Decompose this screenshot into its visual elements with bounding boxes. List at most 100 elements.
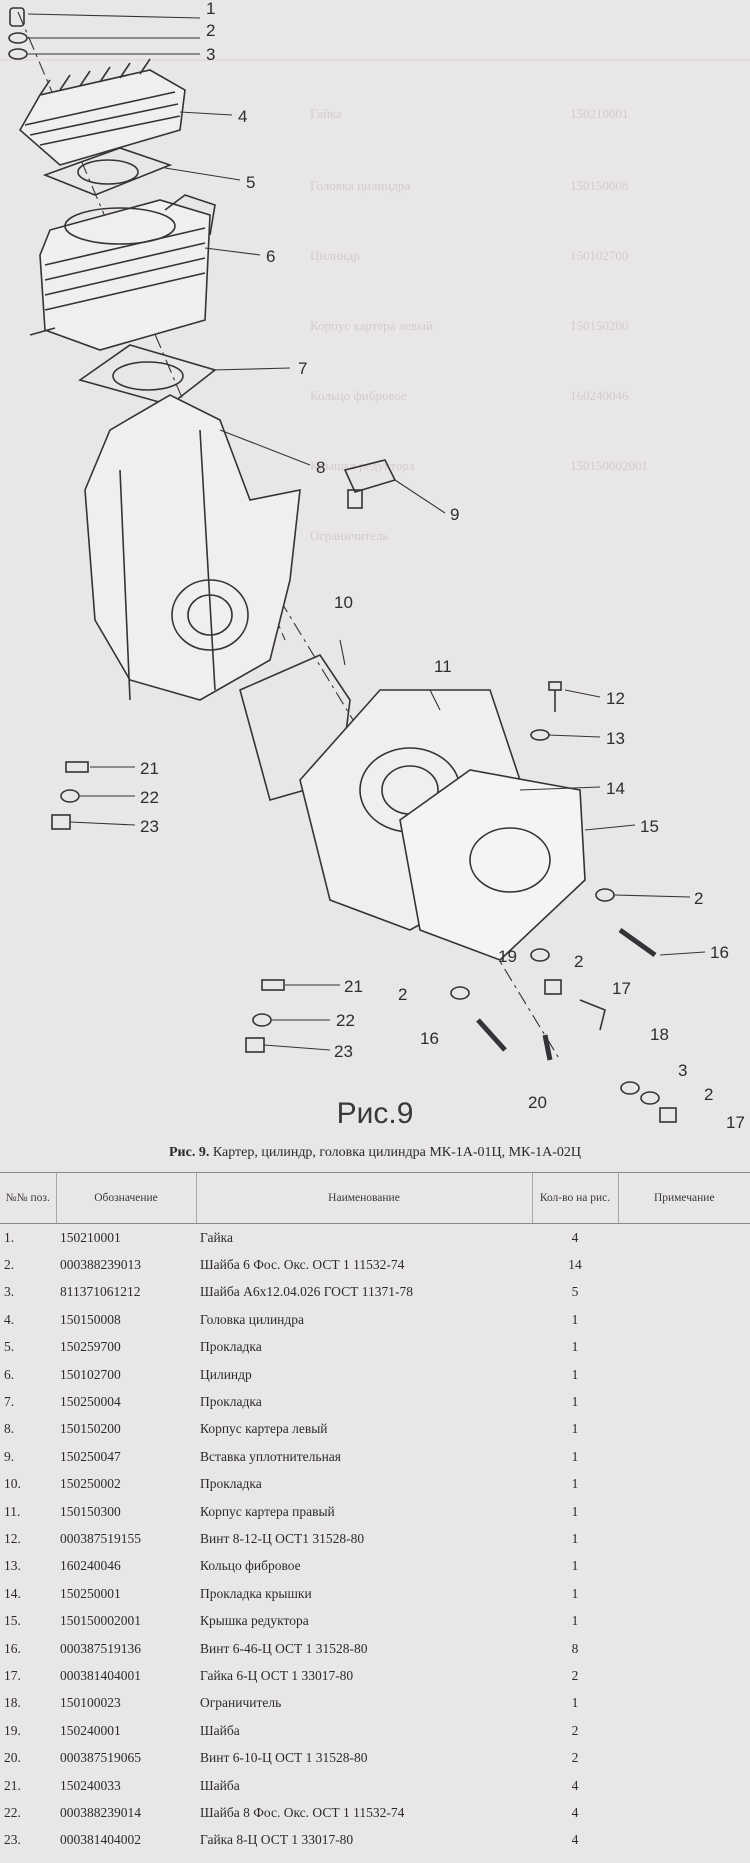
callout-label: 13 bbox=[606, 729, 625, 748]
cell-designation: 150100023 bbox=[60, 1695, 121, 1711]
svg-text:Корпус картера левый: Корпус картера левый bbox=[310, 318, 433, 333]
svg-text:Гайка: Гайка bbox=[310, 106, 342, 121]
cell-note bbox=[618, 1662, 750, 1689]
cell-name: Цилиндр bbox=[200, 1366, 252, 1382]
svg-text:Кольцо фибровое: Кольцо фибровое bbox=[310, 388, 407, 403]
svg-text:Ограничитель: Ограничитель bbox=[310, 528, 388, 543]
callout-label: 22 bbox=[336, 1011, 355, 1030]
cell-qty: 1 bbox=[571, 1613, 579, 1629]
header-name: Наименование bbox=[195, 1172, 532, 1224]
cell-name: Прокладка bbox=[200, 1339, 262, 1355]
cell-qty: 2 bbox=[571, 1667, 579, 1683]
cell-qty: 1 bbox=[571, 1558, 579, 1574]
cell-name: Прокладка bbox=[200, 1476, 262, 1492]
cell-qty: 1 bbox=[571, 1503, 579, 1519]
cell-designation: 000381404001 bbox=[60, 1667, 141, 1683]
nut-icon bbox=[544, 979, 562, 995]
svg-text:150102700: 150102700 bbox=[570, 248, 629, 263]
cell-designation: 150210001 bbox=[60, 1229, 121, 1245]
header-note: Примечание bbox=[617, 1172, 750, 1224]
cell-designation: 000388239013 bbox=[60, 1257, 141, 1273]
cell-qty: 1 bbox=[571, 1448, 579, 1464]
callout-label: 12 bbox=[606, 689, 625, 708]
cell-note bbox=[618, 1334, 750, 1361]
cell-qty: 1 bbox=[571, 1476, 579, 1492]
washer-icon bbox=[620, 1081, 660, 1105]
cell-qty: 1 bbox=[571, 1366, 579, 1382]
callout-label: 19 bbox=[498, 947, 517, 966]
show-through-text: Гайка Головка цилиндра Цилиндр Корпус ка… bbox=[0, 59, 750, 543]
cell-name: Шайба bbox=[200, 1722, 240, 1738]
cell-designation: 150150300 bbox=[60, 1503, 121, 1519]
cell-note bbox=[618, 1443, 750, 1470]
cell-designation: 150240033 bbox=[60, 1777, 121, 1793]
cell-pos: 22. bbox=[4, 1804, 21, 1820]
assembly-axis-right bbox=[279, 599, 561, 1061]
washer-icon bbox=[8, 32, 28, 60]
callout-label: 20 bbox=[528, 1093, 547, 1112]
cell-pos: 8. bbox=[4, 1421, 15, 1437]
cell-note bbox=[618, 1416, 750, 1443]
cell-qty: 4 bbox=[571, 1777, 579, 1793]
cell-designation: 150250002 bbox=[60, 1476, 121, 1492]
nut-icon bbox=[51, 814, 71, 830]
nut-icon bbox=[245, 1037, 265, 1053]
callout-label: 2 bbox=[704, 1085, 713, 1104]
cell-pos: 1. bbox=[4, 1229, 15, 1245]
washer-icon bbox=[595, 888, 615, 902]
callout-label: 23 bbox=[140, 817, 159, 836]
parts-table: №№ поз. Обозначение Наименование Кол-во … bbox=[0, 1172, 750, 1854]
callout-label: 21 bbox=[344, 977, 363, 996]
cell-name: Винт 6-10-Ц ОСТ 1 31528-80 bbox=[200, 1750, 368, 1766]
header-designation: Обозначение bbox=[55, 1172, 196, 1224]
cell-note bbox=[618, 1717, 750, 1744]
screw-icon bbox=[548, 681, 562, 712]
cell-pos: 17. bbox=[4, 1667, 21, 1683]
cell-pos: 23. bbox=[4, 1832, 21, 1848]
cell-qty: 1 bbox=[571, 1339, 579, 1355]
svg-text:150210001: 150210001 bbox=[570, 106, 629, 121]
nut-icon bbox=[659, 1107, 677, 1123]
callout-label: 6 bbox=[266, 247, 275, 266]
washer-icon bbox=[450, 986, 470, 1000]
cell-name: Прокладка крышки bbox=[200, 1585, 312, 1601]
cell-note bbox=[618, 1799, 750, 1826]
cell-qty: 4 bbox=[571, 1804, 579, 1820]
cell-qty: 1 bbox=[571, 1585, 579, 1601]
cell-pos: 21. bbox=[4, 1777, 21, 1793]
cell-pos: 2. bbox=[4, 1257, 15, 1273]
cell-designation: 000387519065 bbox=[60, 1750, 141, 1766]
cylinder-icon bbox=[29, 194, 216, 351]
cell-note bbox=[618, 1388, 750, 1415]
left-crankcase-icon bbox=[84, 394, 301, 701]
leader-lines bbox=[27, 13, 706, 1051]
cell-note bbox=[618, 1607, 750, 1634]
cell-name: Ограничитель bbox=[200, 1695, 282, 1711]
callout-label: 15 bbox=[640, 817, 659, 836]
callout-label: 8 bbox=[316, 458, 325, 477]
cell-designation: 150250047 bbox=[60, 1448, 121, 1464]
callout-label: 23 bbox=[334, 1042, 353, 1061]
cell-note bbox=[618, 1744, 750, 1771]
cell-name: Гайка 6-Ц ОСТ 1 33017-80 bbox=[200, 1667, 354, 1683]
cell-name: Винт 8-12-Ц ОСТ1 31528-80 bbox=[200, 1530, 365, 1546]
cell-designation: 150150002001 bbox=[60, 1613, 141, 1629]
cell-pos: 9. bbox=[4, 1448, 15, 1464]
cell-note bbox=[618, 1498, 750, 1525]
cell-pos: 18. bbox=[4, 1695, 21, 1711]
limiter-icon bbox=[579, 999, 606, 1031]
callout-label: 18 bbox=[650, 1025, 669, 1044]
cell-pos: 14. bbox=[4, 1585, 21, 1601]
